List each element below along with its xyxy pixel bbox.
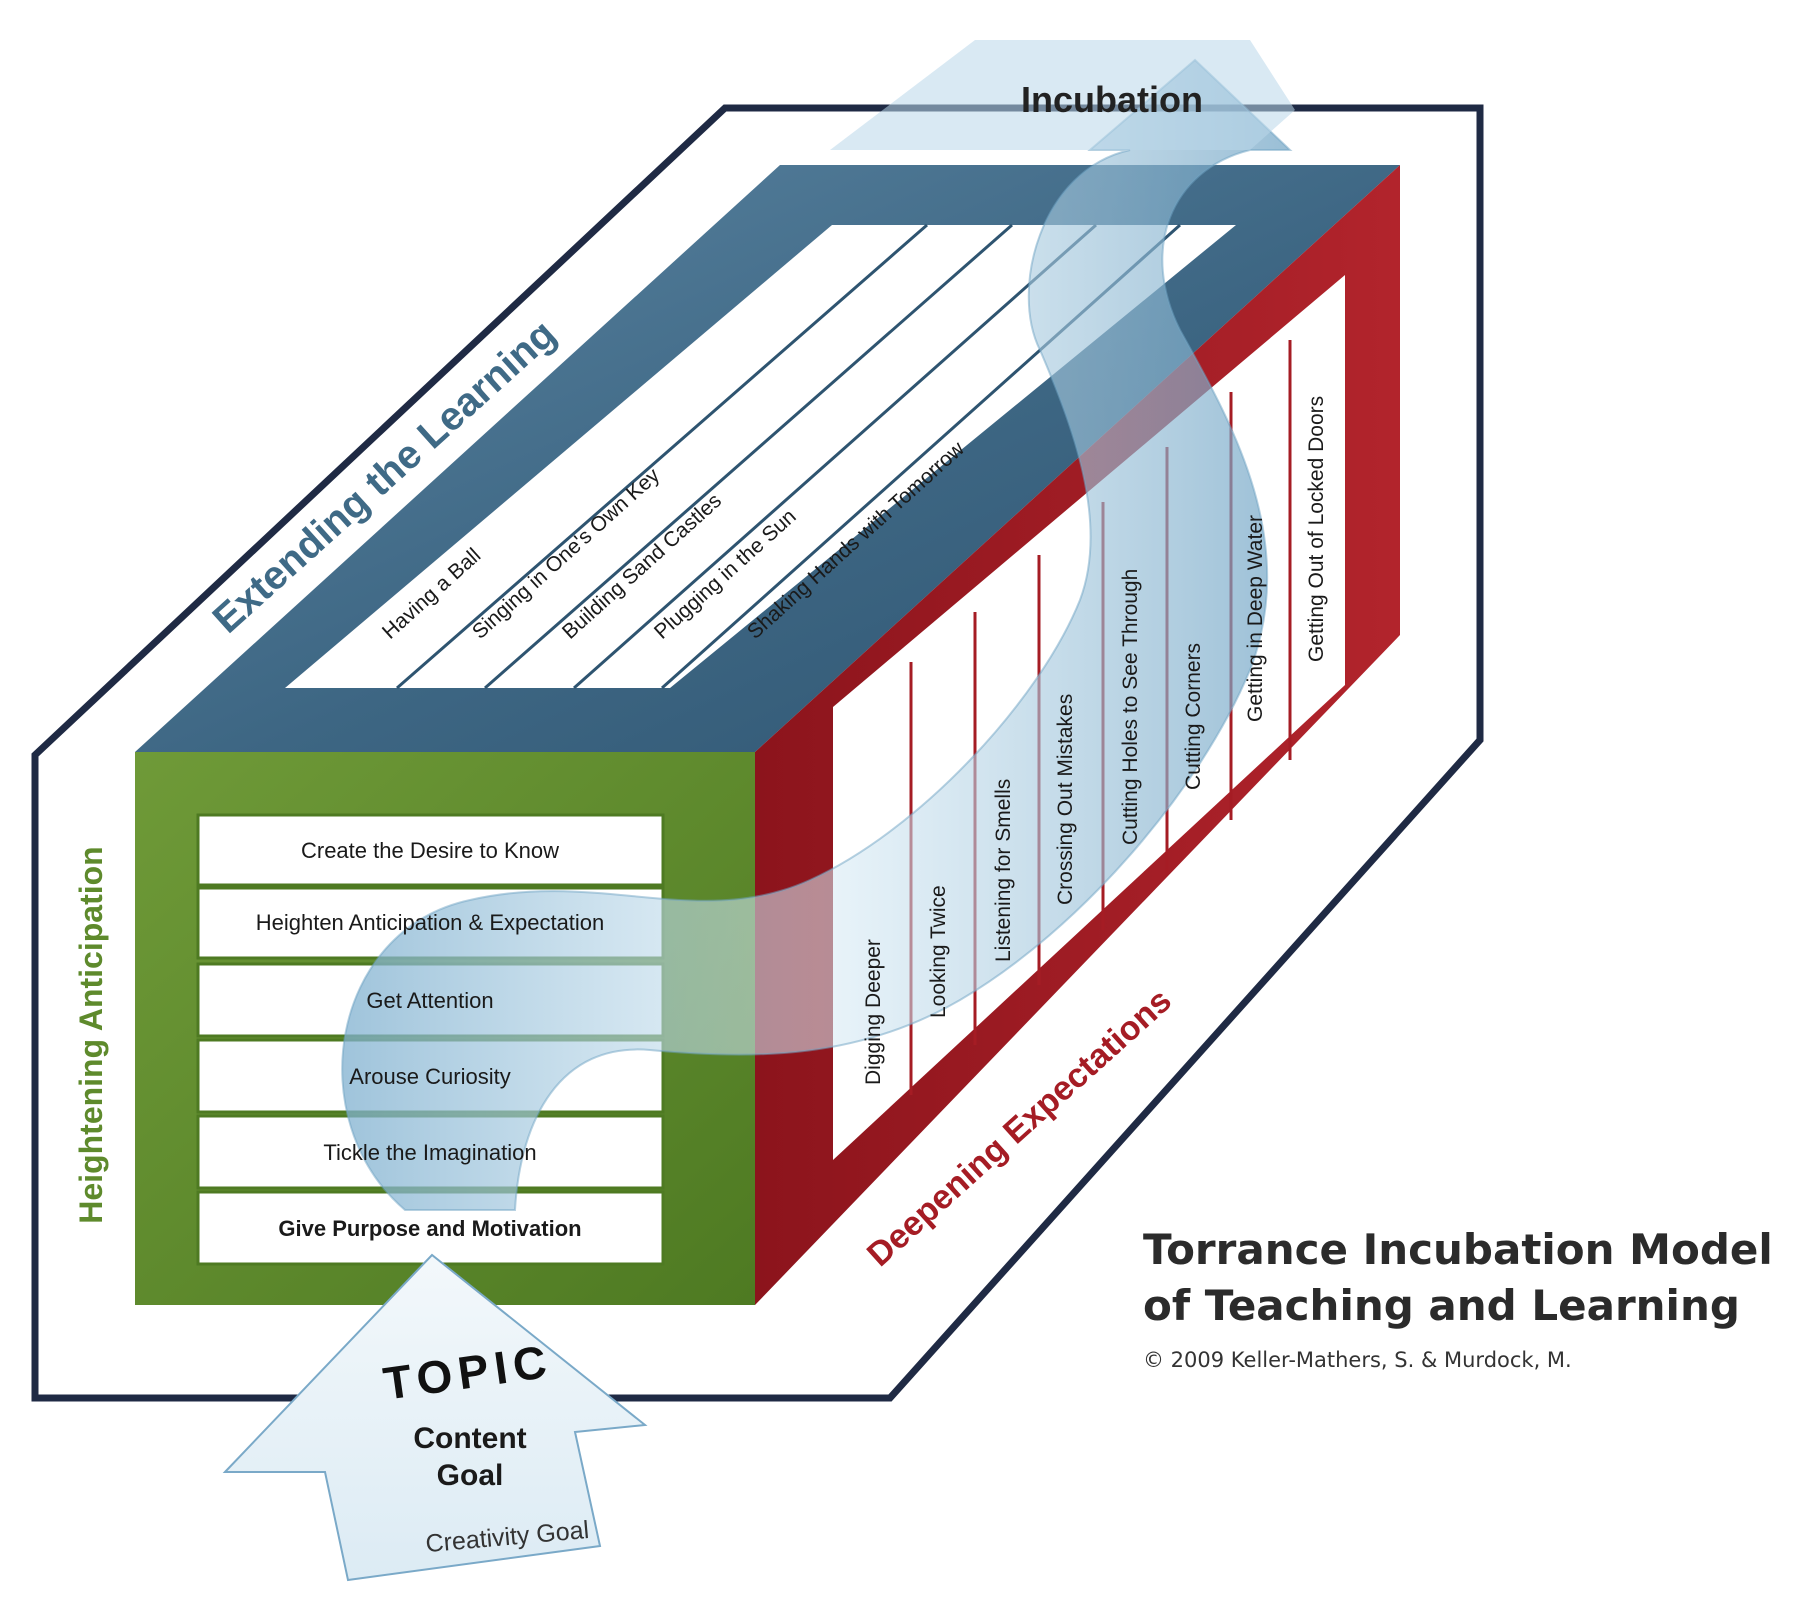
front-item-label: Heighten Anticipation & Expectation [256,910,605,935]
side-item-label: Cutting Holes to See Through [1119,569,1142,845]
front-item-label-bold: Give Purpose and Motivation [278,1216,581,1241]
front-item-label: Get Attention [366,988,493,1013]
top-divider [573,223,1097,690]
topic-arrow[interactable] [222,1253,648,1582]
front-item-label: Tickle the Imagination [323,1140,536,1165]
side-item-label: Cutting Corners [1182,643,1205,790]
top-divider [484,223,1013,690]
side-item-label: Getting in Deep Water [1244,515,1267,722]
outer-hexagon-outline [31,104,1484,1402]
front-item-label: Arouse Curiosity [349,1064,510,1089]
content-label: Content [413,1422,526,1455]
side-item-label: Looking Twice [927,885,950,1018]
side-item-label: Listening for Smells [992,779,1015,962]
model-title-line-1: Torrance Incubation Model [1143,1225,1773,1274]
front-face-labels: Create the Desire to Know Heighten Antic… [256,838,605,1241]
front-item-label: Create the Desire to Know [301,838,559,863]
heightening-anticipation-title: Heightening Anticipation [73,846,109,1223]
side-item-label: Digging Deeper [862,939,885,1085]
side-item-label: Getting Out of Locked Doors [1305,396,1328,662]
model-title-line-2: of Teaching and Learning [1143,1281,1740,1330]
side-item-label: Crossing Out Mistakes [1054,694,1077,905]
top-face-panel [285,225,1236,688]
copyright-notice: © 2009 Keller-Mathers, S. & Murdock, M. [1143,1348,1572,1372]
side-face-labels: Digging Deeper Looking Twice Listening f… [862,396,1328,1085]
top-divider [396,223,928,690]
goal-label: Goal [437,1459,504,1492]
model-title-block: Torrance Incubation Model of Teaching an… [1143,1222,1793,1372]
front-item-box [196,813,665,887]
incubation-arrow-head [830,40,1295,150]
incubation-label: Incubation [1021,79,1203,120]
